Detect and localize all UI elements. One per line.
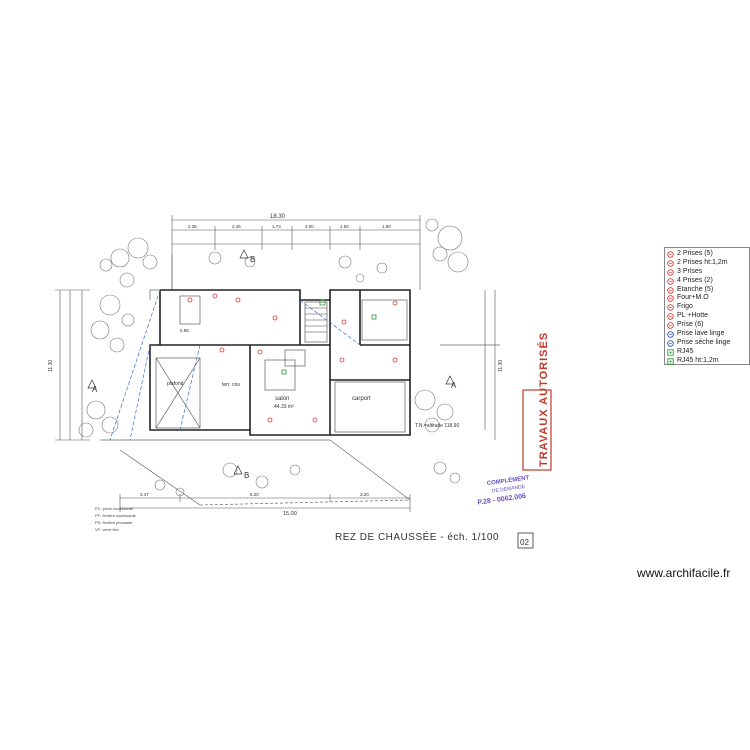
legend-item: 2 Prises ht:1,2m: [667, 259, 747, 268]
bottom-dim-2: 6.20: [250, 492, 259, 497]
house-walls: [149, 289, 411, 436]
site-boundary: [100, 255, 500, 506]
legend-item-label: 4 Prises (2): [677, 276, 713, 284]
section-mark-b-top: B: [250, 255, 255, 264]
vegetation: [78, 218, 469, 497]
bottom-dim-1: 3.47: [140, 492, 149, 497]
bottom-dim-3: 3.20: [360, 492, 369, 497]
top-dim-1: 2.35: [188, 224, 197, 229]
legend-item-label: PL +Hotte: [677, 312, 709, 320]
cable-lines: [109, 289, 361, 441]
plan-title: REZ DE CHAUSSÉE - éch. 1/100: [335, 530, 499, 543]
top-dimension-lines: [171, 215, 421, 290]
stamp-line-2: DE DEMANDE: [492, 484, 527, 495]
legend-item-label: 2 Prises (5): [677, 250, 713, 257]
top-dim-5: 1.50: [340, 224, 349, 229]
secondary-stamp: COMPLÉMENT DE DEMANDE P.28 - 0062.006: [477, 473, 530, 507]
overall-width-dim: 18.30: [270, 214, 286, 220]
sheet-number-box: [517, 532, 534, 549]
legend-item: PL +Hotte: [667, 312, 747, 321]
legend-item: 3 Prises: [667, 268, 747, 277]
double-socket-icon: [667, 251, 674, 258]
section-triangles: [87, 249, 455, 475]
window-note-4: VF: verre fixe: [95, 527, 120, 532]
room-plafond-label: plafond: [167, 381, 184, 387]
room-salon-label: salon: [275, 396, 289, 402]
right-height-dim: 11.30: [498, 360, 504, 372]
window-note-3: PS: fenêtre pivotante: [95, 520, 133, 525]
section-mark-b-bottom: B: [244, 471, 249, 480]
oven-socket-icon: [667, 295, 674, 303]
legend-item: 2 Prises (5): [667, 250, 747, 259]
legend-item: Frigo: [667, 303, 747, 312]
legend-item-label: Four+M.O: [677, 294, 709, 302]
legend-item: Four+M.O: [667, 294, 747, 303]
legend-item-label: Prise lave linge: [677, 330, 725, 338]
hood-socket-icon: [667, 313, 674, 320]
room-salon-area: 44.33 m²: [274, 404, 294, 410]
legend-item: RJ45 ht:1,2m: [667, 357, 747, 366]
top-dim-3: 1.73: [272, 224, 281, 229]
washer-socket-icon: [667, 331, 674, 338]
room-carport-label: carport: [352, 396, 371, 402]
legend-item-label: RJ45: [677, 347, 694, 355]
rj45-icon: [667, 357, 674, 365]
dryer-socket-icon: [667, 340, 674, 347]
legend-item: 4 Prises (2): [667, 277, 747, 286]
triple-socket-icon: [667, 268, 674, 276]
approval-stamp: TRAVAUX AUTORISÉS: [522, 332, 552, 471]
top-dim-6: 1.90: [382, 224, 391, 229]
legend-item-label: Frigo: [677, 303, 693, 311]
top-dim-2: 2.45: [232, 224, 241, 229]
section-marks: A A B B: [92, 255, 457, 480]
double-socket-icon: [667, 260, 674, 267]
room-terrace-label: terr. cou: [222, 382, 240, 388]
window-notes: PC: porte coulissante PF: fenêtre coulis…: [95, 506, 137, 532]
sheet-number: 02: [520, 538, 529, 547]
waterproof-socket-icon: [667, 286, 674, 294]
legend-item: RJ45: [667, 348, 747, 357]
house-inner-lines: [155, 295, 408, 433]
stamp-line-3: P.28 - 0062.006: [477, 493, 527, 507]
legend-item-label: 2 Prises ht:1,2m: [677, 258, 728, 266]
window-note-1: PC: porte coulissante: [95, 506, 134, 511]
stamp-main-text: TRAVAUX AUTORISÉS: [537, 332, 550, 467]
legend-item-label: Etanche (5): [677, 285, 714, 293]
green-markers: [281, 299, 377, 375]
legend-item-label: 3 Prises: [677, 267, 703, 275]
rj45-icon: [667, 349, 674, 356]
window-note-2: PF: fenêtre coulissante: [95, 513, 137, 518]
legend-item-label: RJ45 ht:1,2m: [677, 356, 719, 364]
room-garage-area: 5.85: [180, 328, 189, 333]
left-height-dim: 11.30: [48, 360, 54, 372]
bottom-dimension-lines: [119, 494, 411, 512]
legend-item: Prise (6): [667, 321, 747, 330]
legend-item: Prise lave linge: [667, 330, 747, 339]
quad-socket-icon: [667, 277, 674, 285]
bottom-dim-labels: 3.47 6.20 3.20: [140, 492, 369, 497]
section-mark-a-right: A: [451, 381, 457, 390]
legend-item: Etanche (5): [667, 286, 747, 295]
side-dimension-lines: [55, 289, 496, 441]
credit-text: www.archifacile.fr: [637, 566, 731, 580]
legend-item: Prise sèche linge: [667, 339, 747, 348]
single-socket-icon: [667, 322, 674, 329]
altitude-note: T.N.=altitude 118.90: [415, 423, 459, 429]
legend-item-label: Prise (6): [677, 321, 704, 329]
top-dim-labels: 2.35 2.45 1.73 3.00 1.50 1.90: [188, 224, 391, 229]
bottom-width-dim: 15.00: [283, 511, 297, 517]
top-dim-4: 3.00: [305, 224, 314, 229]
section-mark-a-left: A: [92, 385, 98, 394]
fridge-socket-icon: [667, 304, 674, 312]
red-socket-markers: [187, 293, 398, 423]
legend-item-label: Prise sèche linge: [677, 338, 731, 346]
